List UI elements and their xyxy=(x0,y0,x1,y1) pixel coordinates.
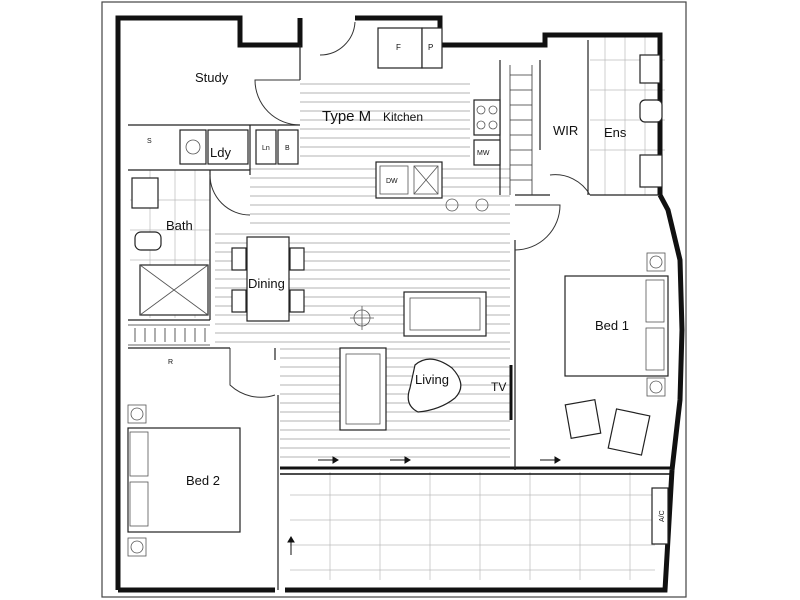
washer-icon xyxy=(207,129,249,165)
balcony-arrows xyxy=(287,456,561,555)
rug-icon xyxy=(407,358,462,413)
room-labels: Study Type M Kitchen Ldy Bath Dining Liv… xyxy=(166,70,629,488)
fixture-label-pantry: P xyxy=(428,43,433,52)
sink-icon xyxy=(413,165,439,195)
balcony-tiles xyxy=(290,472,655,580)
vanity-icon xyxy=(131,177,159,209)
room-label-living: Living xyxy=(415,372,449,387)
bed2-furniture xyxy=(127,404,241,557)
toilet-icon xyxy=(134,231,162,251)
bed1-lamp-icon xyxy=(646,377,666,397)
room-label-dining: Dining xyxy=(248,276,285,291)
room-label-kitchen: Kitchen xyxy=(383,110,423,124)
fixture-label-tv: TV xyxy=(491,380,506,394)
page-border xyxy=(101,1,687,598)
laundry-fixtures xyxy=(179,129,299,165)
room-label-bed2: Bed 2 xyxy=(186,473,220,488)
room-label-wir: WIR xyxy=(553,123,578,138)
fixture-label-fridge: F xyxy=(396,43,401,52)
bed2-lamp-icon xyxy=(127,404,147,424)
kitchen-fixtures xyxy=(375,27,501,212)
fridge-icon xyxy=(377,27,423,69)
bed1-lamp-icon xyxy=(646,252,666,272)
room-label-laundry: Ldy xyxy=(210,145,231,160)
room-label-bed1: Bed 1 xyxy=(595,318,629,333)
fixture-label-broom: B xyxy=(285,145,290,152)
fixture-label-dishwasher: DW xyxy=(386,178,398,185)
laundry-tub-icon xyxy=(179,129,207,165)
fixture-label-microwave: MW xyxy=(477,150,490,157)
ensuite-toilet-icon xyxy=(639,99,663,123)
dining-table-icon xyxy=(246,236,290,322)
bed2-lamp-icon xyxy=(127,537,147,557)
fixture-label-robe: R xyxy=(168,359,173,366)
chair-icon xyxy=(289,289,305,313)
fixture-labels: F P Ln B MW DW S R TV A/C xyxy=(147,43,666,522)
armchair-sofa-icon xyxy=(339,347,387,431)
stool-icon xyxy=(445,198,459,212)
broom-cupboard xyxy=(277,129,299,165)
chair-icon xyxy=(231,247,247,271)
bed1-furniture xyxy=(564,252,669,456)
wir-shelving xyxy=(509,65,533,195)
room-label-bath: Bath xyxy=(166,218,193,233)
chair-icon xyxy=(231,289,247,313)
bed1-chair-icon xyxy=(607,408,651,456)
microwave-icon xyxy=(473,139,501,166)
ensuite-vanity-icon xyxy=(639,154,663,188)
cooktop-icon xyxy=(473,99,501,136)
external-walls xyxy=(115,15,685,593)
dishwasher-icon xyxy=(379,165,409,195)
room-label-study: Study xyxy=(195,70,229,85)
dining-table xyxy=(231,236,305,322)
bath-fixtures xyxy=(131,177,209,316)
fixture-label-sink: S xyxy=(147,138,152,145)
ensuite-fixtures xyxy=(639,54,663,188)
pantry-icon xyxy=(421,27,443,69)
room-label-ensuite: Ens xyxy=(604,125,627,140)
robe-hatch xyxy=(128,324,210,346)
fixture-label-linen: Ln xyxy=(262,145,270,152)
aircon-unit-icon xyxy=(651,487,669,545)
bed1-chair-icon xyxy=(564,398,602,440)
internal-walls xyxy=(128,40,660,590)
door-swings xyxy=(209,21,591,398)
chair-icon xyxy=(289,247,305,271)
stool-icon xyxy=(475,198,489,212)
fixture-label-aircon: A/C xyxy=(659,510,666,522)
ensuite-shower-icon xyxy=(639,54,661,84)
light-point-icon xyxy=(350,306,374,330)
bed2-bed-icon xyxy=(127,427,241,533)
bed1-bed-icon xyxy=(564,275,669,377)
living-furniture xyxy=(339,291,513,431)
linen-cupboard xyxy=(255,129,277,165)
plan-title: Type M xyxy=(322,108,371,125)
island-bench xyxy=(375,161,443,199)
sofa-icon xyxy=(403,291,487,337)
